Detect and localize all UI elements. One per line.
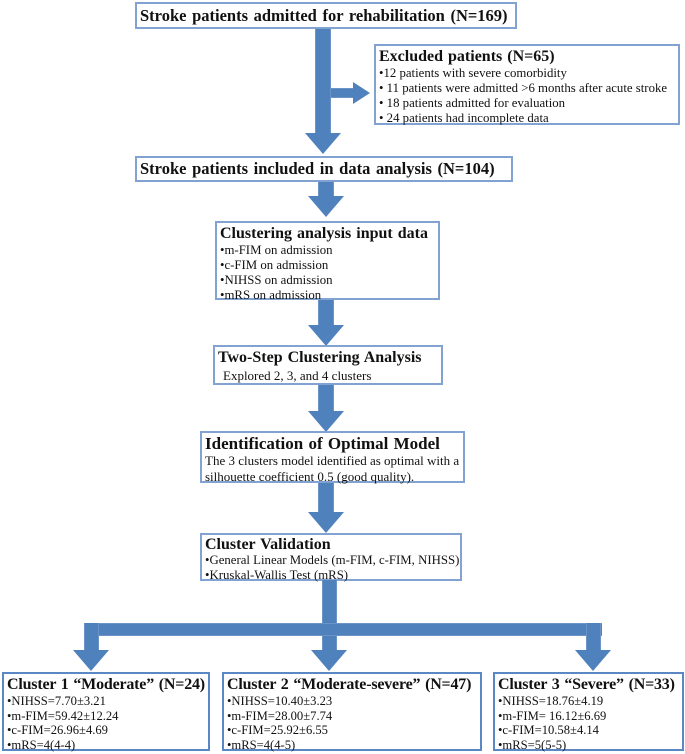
- validation-item: •Kruskal-Wallis Test (mRS): [205, 568, 349, 582]
- cluster3-item: •m-FIM= 16.12±6.69: [498, 708, 607, 723]
- cluster3-item: •c-FIM=10.58±4.14: [498, 723, 599, 737]
- arrow-head-cluster2: [311, 650, 347, 671]
- cluster2-item: •mRS=4(4-5): [227, 737, 296, 752]
- box-cluster2: Cluster 2 “Moderate-severe” (N=47) •NIHS…: [222, 672, 482, 752]
- cluster1-item: •m-FIM=59.42±12.24: [7, 708, 119, 723]
- box-admitted: Stroke patients admitted for rehabilitat…: [135, 2, 517, 29]
- excluded-item: •12 patients with severe comorbidity: [379, 66, 567, 80]
- box-validation: Cluster Validation •General Linear Model…: [200, 533, 462, 582]
- arrow-head-cluster3: [575, 650, 611, 671]
- box-optimal-model: Identification of Optimal Model The 3 cl…: [200, 431, 465, 484]
- box-admitted-title: Stroke patients admitted for rehabilitat…: [140, 5, 508, 25]
- excluded-item: • 18 patients admitted for evaluation: [379, 96, 566, 110]
- box-two-step-subtitle: Explored 2, 3, and 4 clusters: [223, 368, 372, 383]
- input-item: •NIHSS on admission: [220, 273, 333, 287]
- excluded-item: • 11 patients were admitted >6 months af…: [379, 81, 668, 95]
- box-input-data-title: Clustering analysis input data: [220, 225, 428, 242]
- box-excluded: Excluded patients (N=65) •12 patients wi…: [374, 44, 680, 125]
- box-two-step: Two-Step Clustering Analysis Explored 2,…: [213, 345, 443, 385]
- input-item: •mRS on admission: [220, 288, 322, 302]
- cluster3-item: •mRS=5(5-5): [498, 737, 567, 752]
- cluster2-item: •m-FIM=28.00±7.74: [227, 708, 333, 723]
- box-included-title: Stroke patients included in data analysi…: [140, 159, 495, 178]
- box-cluster2-title: Cluster 2 “Moderate-severe” (N=47): [227, 676, 472, 693]
- cluster1-item: •mRS=4(4-4): [7, 737, 76, 752]
- box-excluded-title: Excluded patients (N=65): [379, 48, 555, 65]
- arrow-head-cluster1: [73, 650, 109, 671]
- cluster1-item: •NIHSS=7.70±3.21: [7, 694, 106, 708]
- cluster1-item: •c-FIM=26.96±4.69: [7, 723, 108, 737]
- validation-item: •General Linear Models (m-FIM, c-FIM, NI…: [205, 553, 460, 567]
- box-two-step-title: Two-Step Clustering Analysis: [218, 349, 422, 366]
- box-input-data: Clustering analysis input data •m-FIM on…: [215, 221, 440, 302]
- cluster2-item: •c-FIM=25.92±6.55: [227, 723, 328, 737]
- excluded-item: • 24 patients had incomplete data: [379, 111, 549, 125]
- input-item: •c-FIM on admission: [220, 258, 329, 272]
- box-optimal-title: Identification of Optimal Model: [205, 434, 440, 453]
- box-included: Stroke patients included in data analysi…: [135, 156, 513, 182]
- input-item: •m-FIM on admission: [220, 243, 333, 257]
- cluster2-item: •NIHSS=10.40±3.23: [227, 694, 333, 708]
- box-validation-title: Cluster Validation: [205, 536, 331, 553]
- box-cluster3: Cluster 3 “Severe” (N=33) •NIHSS=18.76±4…: [493, 672, 684, 752]
- cluster3-item: •NIHSS=18.76±4.19: [498, 694, 604, 708]
- box-cluster3-title: Cluster 3 “Severe” (N=33): [498, 676, 675, 693]
- box-cluster1: Cluster 1 “Moderate” (N=24) •NIHSS=7.70±…: [2, 672, 210, 752]
- box-optimal-body: The 3 clusters model identified as optim…: [205, 453, 460, 484]
- box-cluster1-title: Cluster 1 “Moderate” (N=24): [7, 676, 205, 693]
